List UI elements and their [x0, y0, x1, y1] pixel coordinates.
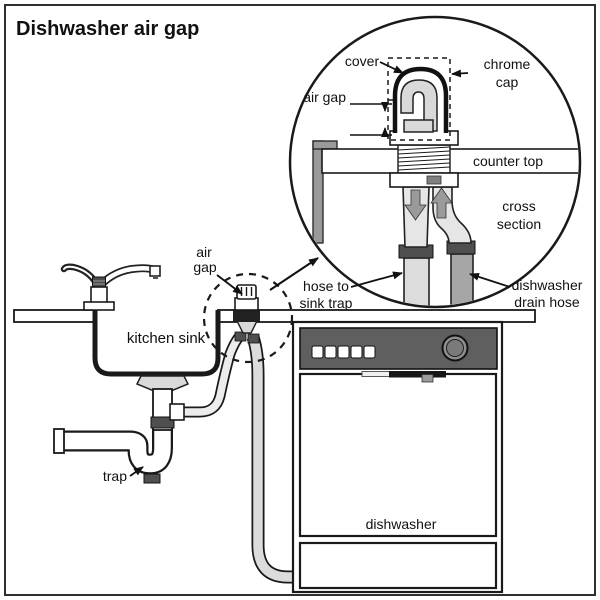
faucet-tip	[153, 275, 158, 279]
label-dishwasher: dishwasher	[366, 516, 437, 532]
countertop-right	[217, 309, 536, 323]
lower-flange	[389, 172, 459, 188]
door-handle[interactable]	[389, 371, 446, 378]
magnifier-dashed-circle	[202, 272, 294, 364]
upper-flange	[389, 130, 459, 146]
air-gap-body	[402, 186, 472, 248]
threaded-shank	[397, 144, 451, 174]
flow-up-arrow	[430, 187, 453, 219]
label-drain-hose-2: drain hose	[514, 294, 580, 310]
label-air-gap-1: air	[196, 244, 212, 260]
right-outlet-clamp	[247, 333, 260, 344]
inset-countertop	[321, 148, 579, 174]
label-drain-hose-1: dishwasher	[512, 277, 583, 293]
faucet-base	[83, 301, 115, 311]
panel-button[interactable]	[324, 345, 337, 359]
hose-leader-arrow	[350, 271, 403, 288]
air-gap-mount-band	[233, 309, 260, 322]
label-trap: trap	[103, 468, 127, 484]
magnifier-arrow	[269, 257, 319, 291]
label-kitchen-sink: kitchen sink	[127, 330, 206, 347]
inset-contents	[312, 57, 579, 306]
dishwasher-door[interactable]	[298, 372, 498, 538]
flange-detail	[426, 175, 442, 185]
label-chrome-cap-1: chrome	[484, 56, 531, 72]
trap-cleanout-plug	[143, 473, 161, 484]
door-latch	[421, 374, 434, 383]
drain-hose-leader-arrow	[469, 272, 511, 288]
counter-edge	[312, 140, 338, 244]
panel-button[interactable]	[350, 345, 363, 359]
faucet-body	[90, 286, 108, 304]
panel-button[interactable]	[337, 345, 350, 359]
chrome-cap-leader-arrow	[451, 69, 469, 78]
kitchen-sink-basin	[92, 310, 221, 377]
panel-button[interactable]	[311, 345, 324, 359]
air-gap-leader-arrow	[216, 274, 243, 295]
receiver-tube	[403, 119, 434, 133]
door-groove	[361, 371, 391, 377]
label-cross-section-2: section	[497, 216, 541, 232]
main-scene: kitchen sink trap	[13, 244, 536, 594]
label-counter-top: counter top	[473, 153, 543, 169]
label-hose-to-2: sink trap	[300, 295, 353, 311]
faucet-aerator	[149, 265, 161, 277]
label-air-gap-2: gap	[193, 259, 217, 275]
hose-fitting	[169, 403, 185, 421]
trap-leader-arrow	[129, 466, 144, 477]
left-outlet-clamp	[234, 331, 247, 342]
inset-hose-to-sink-trap	[403, 257, 430, 306]
label-chrome-cap-2: cap	[496, 74, 519, 90]
hose-airgap-to-tailpiece	[183, 332, 245, 418]
inset-labels: cover chrome cap air gap counter top cro…	[300, 53, 583, 311]
label-cover: cover	[345, 53, 380, 69]
kick-panel	[298, 541, 498, 590]
tailpiece-clamp	[150, 416, 175, 429]
label-cross-section-1: cross	[502, 198, 535, 214]
label-hose-to-1: hose to	[303, 278, 349, 294]
dishwasher: dishwasher	[291, 320, 504, 594]
faucet	[60, 263, 161, 311]
cover-leader-arrow	[379, 61, 404, 74]
page-title: Dishwasher air gap	[16, 18, 199, 40]
air-gap-dimension	[350, 102, 392, 137]
control-knob-center	[446, 339, 464, 357]
countertop-left	[13, 309, 96, 323]
wall-pipe-end	[53, 428, 65, 454]
inset-cross-section: cover chrome cap air gap counter top cro…	[288, 15, 583, 311]
air-gap-device	[233, 284, 260, 344]
label-air-gap-inset: air gap	[303, 89, 346, 105]
trap-pipe	[61, 420, 173, 475]
flow-down-arrow	[404, 189, 427, 221]
dishwasher-drain-hose	[246, 334, 298, 584]
panel-button[interactable]	[363, 345, 376, 359]
control-buttons[interactable]	[311, 345, 376, 359]
